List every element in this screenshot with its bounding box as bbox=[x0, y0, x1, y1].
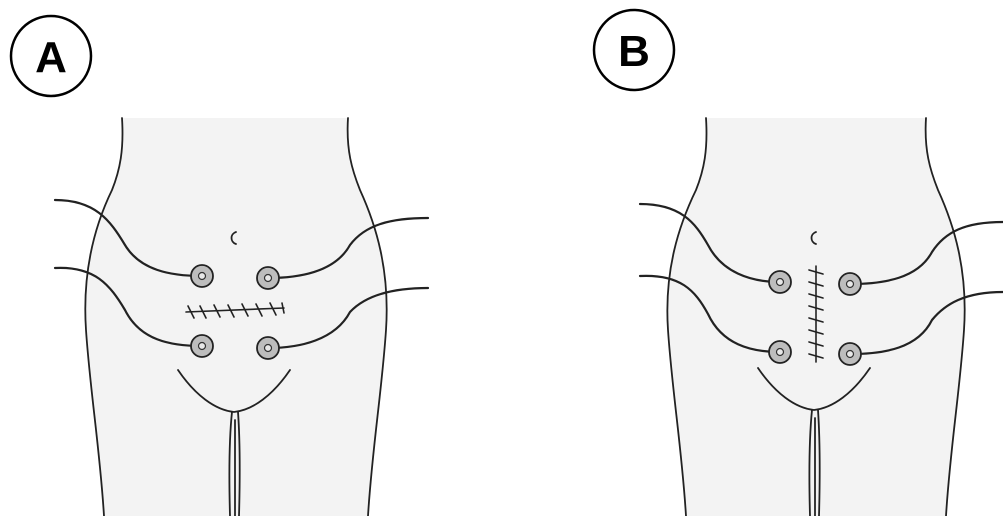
panel-b: B bbox=[594, 10, 1003, 516]
panel-b-stoma-upper-left bbox=[769, 271, 791, 293]
panel-a-stoma-upper-left bbox=[191, 265, 213, 287]
panel-a-stoma-upper-right bbox=[257, 267, 279, 289]
panel-a-stoma-lower-left bbox=[191, 335, 213, 357]
panel-b-stoma-lower-left bbox=[769, 341, 791, 363]
panel-b-stoma-upper-right bbox=[839, 273, 861, 295]
panel-a-label: A bbox=[35, 33, 67, 82]
panel-a-stoma-lower-right bbox=[257, 337, 279, 359]
panel-b-badge: B bbox=[594, 10, 674, 90]
panel-a: A bbox=[11, 16, 428, 516]
panel-b-label: B bbox=[618, 27, 650, 76]
panel-a-torso-fill bbox=[85, 118, 386, 516]
panel-a-badge: A bbox=[11, 16, 91, 96]
panel-b-stoma-lower-right bbox=[839, 343, 861, 365]
